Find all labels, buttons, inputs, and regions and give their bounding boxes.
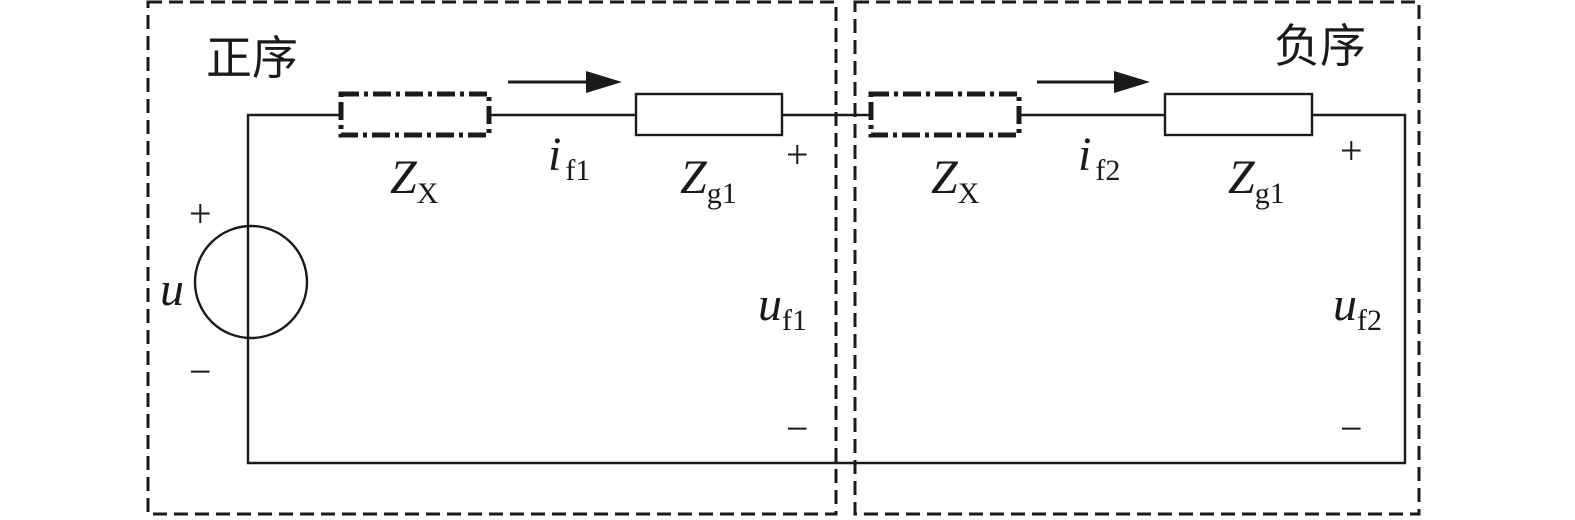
uf1-minus-sign: − [786, 406, 809, 451]
uf2-minus-sign: − [1340, 406, 1363, 451]
zg-impedance-positive [634, 92, 784, 137]
negative-sequence-box [853, 0, 1421, 516]
source-minus-sign: − [189, 349, 212, 394]
source-plus-sign: + [189, 191, 212, 236]
current-arrow-negative [1037, 71, 1150, 93]
left-top-wire [246, 113, 343, 225]
return-wire [246, 113, 1407, 465]
zg-label-negative: Zg1 [1228, 151, 1285, 210]
negative-sequence-title: 负序 [1274, 19, 1366, 73]
voltage-source [193, 224, 309, 340]
positive-sequence-title: 正序 [206, 31, 298, 85]
uf1-plus-sign: + [786, 132, 809, 177]
zx-impedance-positive [338, 91, 492, 138]
zx-label-negative: ZX [931, 151, 980, 210]
uf2-plus-sign: + [1340, 128, 1363, 173]
current-arrow-positive [508, 71, 622, 93]
zx-impedance-negative [868, 91, 1022, 138]
source-voltage-label: u [160, 263, 184, 316]
voltage-label-positive: uf1 [758, 278, 807, 337]
positive-sequence-box [146, 0, 838, 516]
zg-impedance-negative [1163, 92, 1314, 137]
zx-label-positive: ZX [390, 151, 439, 210]
voltage-label-negative: uf2 [1333, 278, 1382, 337]
zg-label-positive: Zg1 [680, 151, 737, 210]
